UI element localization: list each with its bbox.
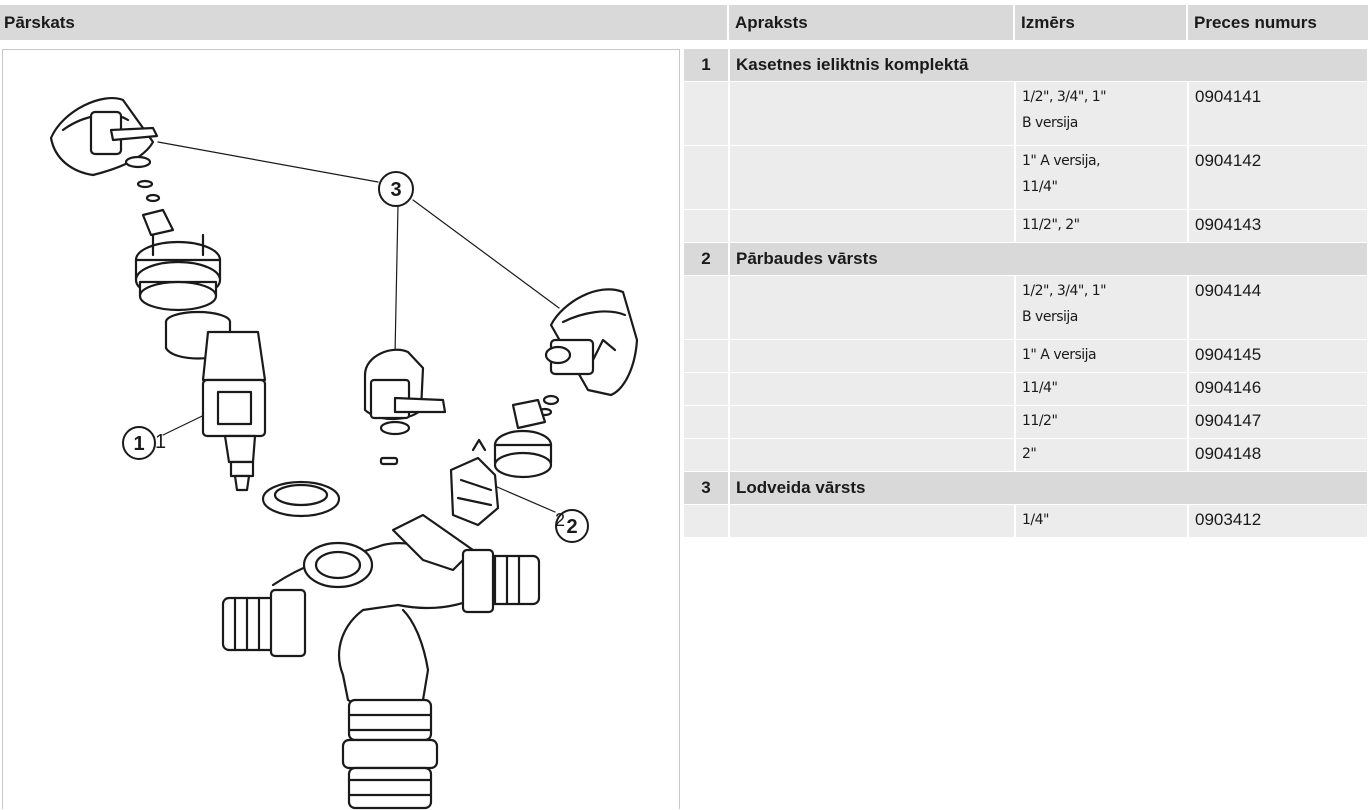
size-cell: 1/2", 3/4", 1"B versija: [1015, 275, 1189, 340]
size-cell: 2": [1015, 438, 1189, 472]
cartridge-cap: [134, 208, 222, 312]
exploded-view-drawing: 3 1 1 2 2: [49, 97, 639, 810]
o-ring-large: [261, 480, 341, 518]
table-row: 1" A versija 0904145: [684, 339, 1368, 373]
svg-text:3: 3: [390, 179, 401, 201]
table-row: 1" A versija,11/4" 0904142: [684, 145, 1368, 210]
part-number-cell: 0904146: [1188, 372, 1368, 406]
callout-2-ghost: 2: [555, 510, 565, 530]
ball-valve-handle-left: [49, 97, 159, 177]
table-row: 1/4" 0903412: [684, 504, 1368, 538]
group-row: 3 Lodveida vārsts: [684, 471, 1368, 505]
ball-valve-handle-center: [363, 348, 447, 436]
check-valve: [449, 438, 500, 527]
size-header: Izmērs: [1015, 5, 1186, 40]
group-title: Pārbaudes vārsts: [729, 242, 1368, 276]
size-cell: 11/4": [1015, 372, 1189, 406]
group-title: Kasetnes ieliktnis komplektā: [729, 49, 1368, 82]
part-number-cell: 0904141: [1188, 81, 1368, 146]
o-ring-small-left: [136, 179, 154, 189]
svg-text:1: 1: [133, 433, 144, 455]
part-number-cell: 0904143: [1188, 209, 1368, 243]
part-number-cell: 0904147: [1188, 405, 1368, 439]
ball-valve-handle-right: [544, 288, 639, 397]
size-cell: 1" A versija,11/4": [1015, 145, 1189, 210]
group-number: 1: [684, 49, 730, 82]
table-row: 1/2", 3/4", 1"B versija 0904141: [684, 81, 1368, 146]
check-valve-cap: [493, 398, 553, 479]
callout-1-ghost: 1: [155, 431, 166, 453]
callout-3: 3: [378, 171, 414, 207]
cartridge-insert: [201, 330, 267, 492]
part-number-header: Preces numurs: [1188, 5, 1368, 40]
part-number-cell: 0904144: [1188, 275, 1368, 340]
table-row: 11/2", 2" 0904143: [684, 209, 1368, 243]
description-header: Apraksts: [729, 5, 1013, 40]
group-row: 1 Kasetnes ieliktnis komplektā: [684, 49, 1368, 82]
part-number-cell: 0904142: [1188, 145, 1368, 210]
group-number: 3: [684, 471, 730, 505]
o-ring-tiny-left: [145, 193, 161, 203]
table-row: 11/2" 0904147: [684, 405, 1368, 439]
pin: [379, 456, 399, 466]
parts-table: 1 Kasetnes ieliktnis komplektā 1/2", 3/4…: [684, 49, 1368, 538]
leader-line-3c: [412, 199, 560, 309]
part-number-cell: 0904148: [1188, 438, 1368, 472]
table-row: 11/4" 0904146: [684, 372, 1368, 406]
callout-2: 2 2: [555, 509, 589, 543]
table-row: 1/2", 3/4", 1"B versija 0904144: [684, 275, 1368, 340]
leader-line-3a: [157, 141, 379, 183]
size-cell: 11/2", 2": [1015, 209, 1189, 243]
o-ring-small-right: [542, 394, 560, 406]
table-row: 2" 0904148: [684, 438, 1368, 472]
part-number-cell: 0903412: [1188, 504, 1368, 538]
group-title: Lodveida vārsts: [729, 471, 1368, 505]
callout-1: 1 1: [122, 426, 166, 460]
size-cell: 11/2": [1015, 405, 1189, 439]
part-number-cell: 0904145: [1188, 339, 1368, 373]
valve-body: [221, 513, 541, 810]
group-row: 2 Pārbaudes vārsts: [684, 242, 1368, 276]
leader-line-3b: [394, 204, 399, 356]
size-cell: 1/2", 3/4", 1"B versija: [1015, 81, 1189, 146]
svg-text:2: 2: [566, 516, 577, 538]
overview-header: Pārskats: [0, 5, 727, 40]
size-cell: 1" A versija: [1015, 339, 1189, 373]
group-number: 2: [684, 242, 730, 276]
exploded-view-figure: 3 1 1 2 2: [2, 49, 680, 810]
size-cell: 1/4": [1015, 504, 1189, 538]
